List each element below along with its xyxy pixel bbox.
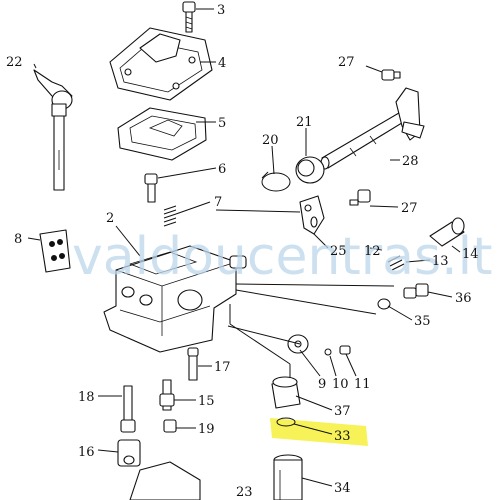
label-36: 36 — [455, 291, 472, 306]
label-23: 23 — [236, 485, 253, 500]
label-34: 34 — [334, 481, 351, 496]
label-4: 4 — [218, 56, 226, 71]
part-18-pin — [120, 385, 136, 433]
label-12: 12 — [364, 244, 381, 259]
part-16-nut — [117, 439, 141, 467]
part-5-gasket — [117, 107, 207, 161]
label-33: 33 — [334, 429, 351, 444]
part-27-screw-mid — [349, 189, 371, 206]
part-10-ring — [324, 348, 332, 356]
label-5: 5 — [218, 116, 226, 131]
part-25-link — [299, 195, 325, 235]
label-18: 18 — [78, 390, 95, 405]
part-22-lever — [33, 69, 73, 191]
part-36-bolt — [403, 283, 429, 299]
label-27-mid: 27 — [401, 201, 418, 216]
label-10: 10 — [332, 377, 349, 392]
label-19: 19 — [198, 422, 215, 437]
label-8: 8 — [14, 232, 22, 247]
part-27-screw-top — [381, 69, 401, 81]
part-3-screw — [182, 1, 196, 33]
label-35: 35 — [414, 314, 431, 329]
part-35-oring — [377, 298, 391, 310]
label-21: 21 — [296, 115, 313, 130]
label-17: 17 — [214, 360, 231, 375]
leader-lines — [27, 8, 461, 487]
part-12-spring — [387, 255, 405, 271]
part-20-clip — [261, 171, 291, 192]
label-3: 3 — [217, 3, 225, 18]
part-37-cap — [271, 376, 301, 409]
main-housing — [103, 245, 247, 353]
label-14: 14 — [462, 247, 479, 262]
label-11: 11 — [354, 377, 371, 392]
part-34-shaft — [273, 454, 303, 500]
label-22: 22 — [6, 55, 23, 70]
label-25: 25 — [330, 244, 347, 259]
part-8-plate — [39, 229, 71, 273]
label-7: 7 — [214, 195, 222, 210]
part-21-bushing — [295, 156, 325, 184]
label-6: 6 — [218, 162, 226, 177]
part-14-plug — [429, 217, 465, 247]
highlight-band — [270, 418, 368, 446]
label-9: 9 — [318, 377, 326, 392]
part-11-screw — [339, 345, 351, 355]
callout-labels: 3 4 5 6 7 22 8 2 27 21 20 28 27 25 12 13… — [6, 3, 479, 500]
part-17-fitting — [187, 347, 199, 381]
label-28: 28 — [402, 154, 419, 169]
part-7-spring — [163, 205, 177, 227]
watermark: valdoucentras.lt — [72, 227, 493, 287]
part-33-oring — [276, 417, 296, 427]
label-20: 20 — [262, 133, 279, 148]
part-4-cover — [109, 27, 213, 101]
label-27-top: 27 — [338, 55, 355, 70]
label-16: 16 — [78, 445, 95, 460]
part-6-screw — [144, 173, 158, 203]
part-19-plug — [163, 419, 177, 433]
part-15-valve — [159, 379, 175, 411]
part-28-shift-shaft — [320, 87, 425, 170]
label-2: 2 — [106, 211, 114, 226]
label-13: 13 — [432, 254, 449, 269]
label-37: 37 — [334, 404, 351, 419]
part-23-bracket — [129, 461, 201, 500]
label-15: 15 — [198, 394, 215, 409]
